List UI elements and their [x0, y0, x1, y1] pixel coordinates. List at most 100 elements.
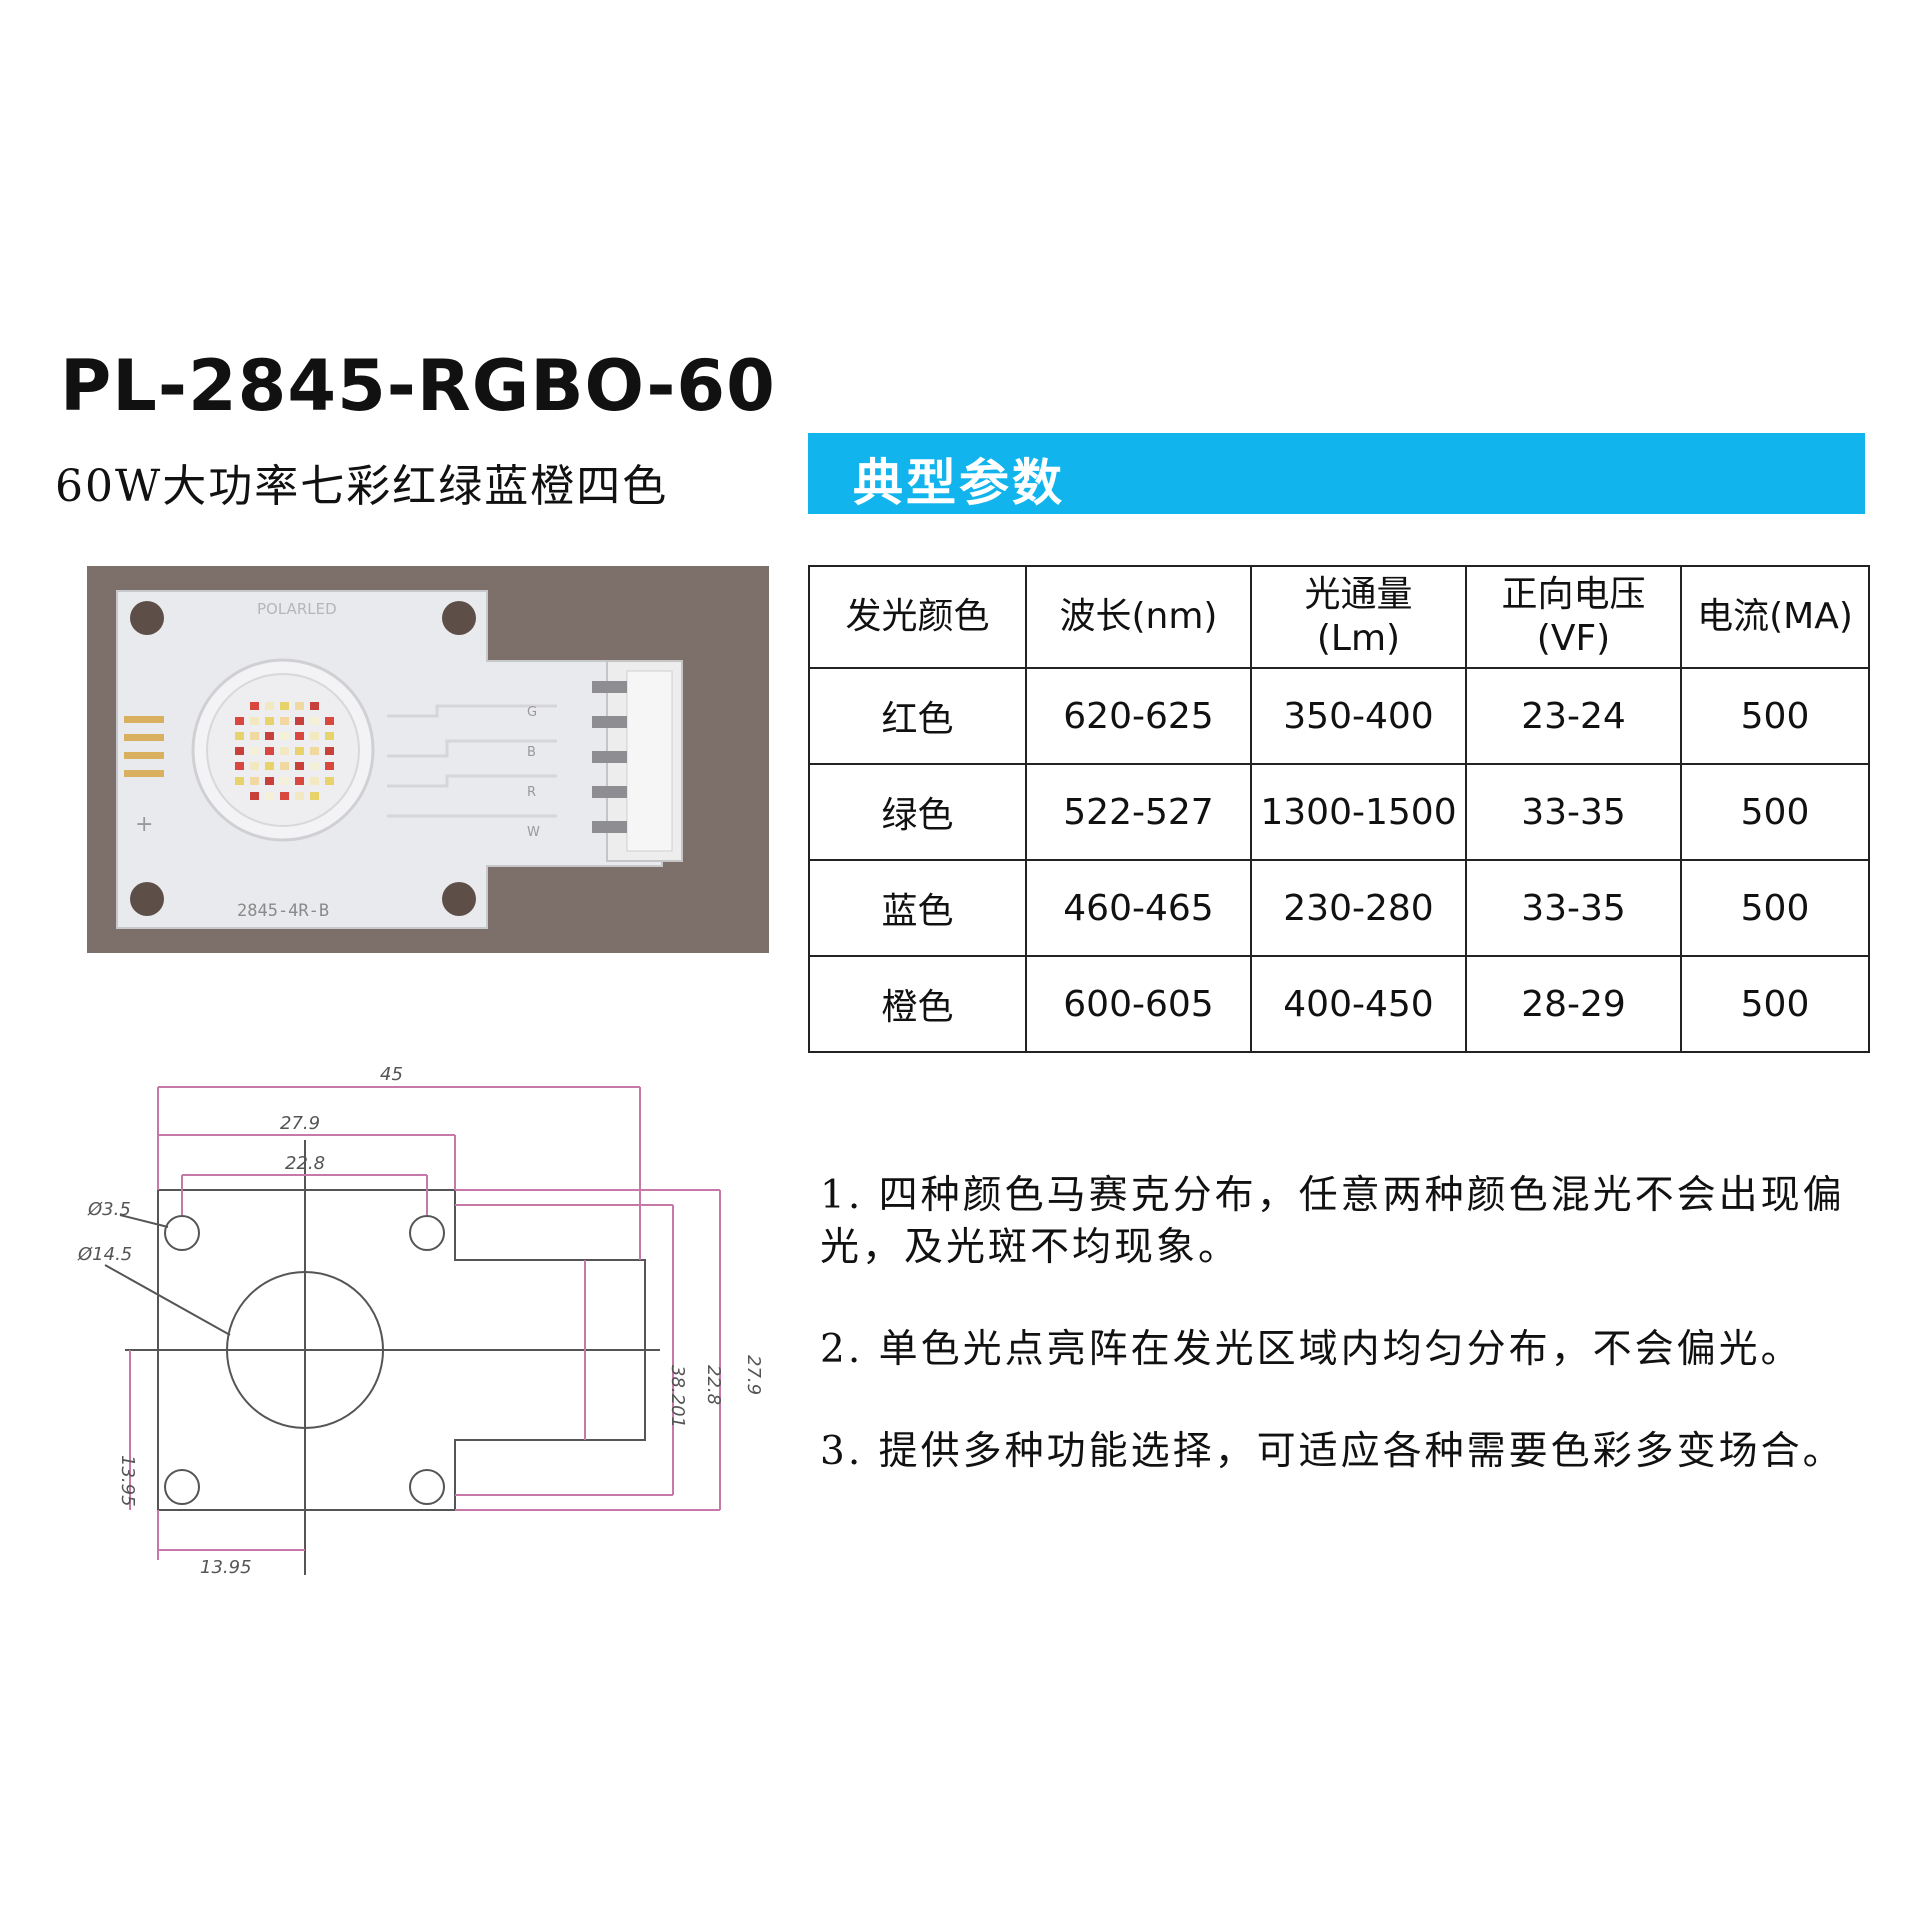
svg-text:+: + [135, 812, 153, 837]
gold-pad [124, 734, 164, 741]
cell-flux: 230-280 [1250, 859, 1467, 957]
cell-flux: 350-400 [1250, 667, 1467, 765]
led-die [310, 717, 319, 725]
product-model-title: PL-2845-RGBO-60 [60, 345, 776, 427]
led-die [235, 777, 244, 785]
cell-wavelength: 460-465 [1025, 859, 1252, 957]
led-die [235, 732, 244, 740]
cell-wavelength: 600-605 [1025, 955, 1252, 1053]
led-die [265, 717, 274, 725]
led-die [265, 747, 274, 755]
table-header-row: 发光颜色 波长(nm) 光通量(Lm) 正向电压(VF) 电流(MA) [808, 565, 1870, 669]
led-die [265, 702, 274, 710]
led-die [250, 762, 259, 770]
mount-hole [442, 882, 476, 916]
led-die [280, 702, 289, 710]
cell-voltage: 33-35 [1465, 859, 1682, 957]
led-die [265, 732, 274, 740]
led-die [235, 762, 244, 770]
dim-label: 13.95 [200, 1557, 252, 1578]
led-die [250, 732, 259, 740]
dim-label: 38.201 [667, 1365, 688, 1428]
led-die [295, 732, 304, 740]
cell-voltage: 33-35 [1465, 763, 1682, 861]
led-die [325, 732, 334, 740]
cell-flux: 400-450 [1250, 955, 1467, 1053]
cell-flux: 1300-1500 [1250, 763, 1467, 861]
led-die [325, 717, 334, 725]
section-title: 典型参数 [853, 454, 1065, 512]
led-die [250, 792, 259, 800]
led-die [280, 762, 289, 770]
led-die [295, 747, 304, 755]
brand-print: POLARLED [257, 600, 337, 618]
led-die [280, 732, 289, 740]
feature-notes: 1. 四种颜色马赛克分布，任意两种颜色混光不会出现偏光，及光斑不均现象。 2. … [820, 1170, 1870, 1528]
cell-color: 橙色 [808, 955, 1027, 1053]
pad-label: G [527, 705, 537, 720]
led-die [295, 717, 304, 725]
dim-label: 22.8 [703, 1365, 724, 1405]
led-die [250, 717, 259, 725]
cell-current: 500 [1680, 667, 1870, 765]
dim-label: 27.9 [743, 1355, 764, 1395]
gold-pad [124, 770, 164, 777]
board-outline [157, 1189, 646, 1511]
cell-color: 绿色 [808, 763, 1027, 861]
gold-pad [124, 752, 164, 759]
header-color: 发光颜色 [808, 565, 1027, 669]
header-current: 电流(MA) [1680, 565, 1870, 669]
led-die [280, 717, 289, 725]
led-die [250, 747, 259, 755]
header-luminous-flux: 光通量(Lm) [1250, 565, 1467, 669]
table-row: 橙色 600-605 400-450 28-29 500 [808, 955, 1870, 1053]
cell-voltage: 23-24 [1465, 667, 1682, 765]
led-die [280, 792, 289, 800]
led-die [310, 792, 319, 800]
emitter-circle [226, 1271, 384, 1429]
pad-label: R [527, 785, 536, 800]
dim-label: 45 [380, 1064, 403, 1085]
led-die [280, 777, 289, 785]
led-die-array [235, 702, 334, 800]
connector-pins [592, 681, 627, 833]
led-die [310, 747, 319, 755]
table-row: 绿色 522-527 1300-1500 33-35 500 [808, 763, 1870, 861]
led-die [295, 702, 304, 710]
table-row: 蓝色 460-465 230-280 33-35 500 [808, 859, 1870, 957]
led-die [235, 717, 244, 725]
cell-wavelength: 522-527 [1025, 763, 1252, 861]
cell-color: 蓝色 [808, 859, 1027, 957]
section-banner: 典型参数 [808, 433, 1865, 514]
dimension-drawing: 45 27.9 22.8 Ø3.5 Ø14.5 13.95 38.201 22.… [77, 1064, 764, 1578]
header-forward-voltage: 正向电压(VF) [1465, 565, 1682, 669]
led-die [280, 747, 289, 755]
board-code: 2845-4R-B [237, 901, 329, 921]
gold-pad [124, 716, 164, 723]
cell-current: 500 [1680, 859, 1870, 957]
led-die [295, 792, 304, 800]
cell-voltage: 28-29 [1465, 955, 1682, 1053]
note-item: 3. 提供多种功能选择，可适应各种需要色彩多变场合。 [820, 1429, 1845, 1474]
led-die [310, 762, 319, 770]
led-die [295, 777, 304, 785]
cell-wavelength: 620-625 [1025, 667, 1252, 765]
dim-label: Ø14.5 [77, 1244, 132, 1265]
led-die [325, 762, 334, 770]
led-die [250, 777, 259, 785]
led-die [310, 732, 319, 740]
led-die [265, 777, 274, 785]
header-wavelength: 波长(nm) [1025, 565, 1252, 669]
dim-label: 13.95 [117, 1455, 138, 1507]
note-item: 1. 四种颜色马赛克分布，任意两种颜色混光不会出现偏光，及光斑不均现象。 [820, 1173, 1845, 1270]
led-die [250, 702, 259, 710]
led-die [295, 762, 304, 770]
product-photo: POLARLED 2845-4R-B + G B R W [87, 566, 769, 953]
spec-table: 发光颜色 波长(nm) 光通量(Lm) 正向电压(VF) 电流(MA) 红色 6… [808, 565, 1870, 1053]
dim-label: 27.9 [280, 1113, 320, 1134]
mount-hole [130, 882, 164, 916]
pad-label: W [527, 825, 540, 840]
led-die [325, 747, 334, 755]
dim-label: Ø3.5 [87, 1199, 131, 1220]
mount-hole [442, 601, 476, 635]
